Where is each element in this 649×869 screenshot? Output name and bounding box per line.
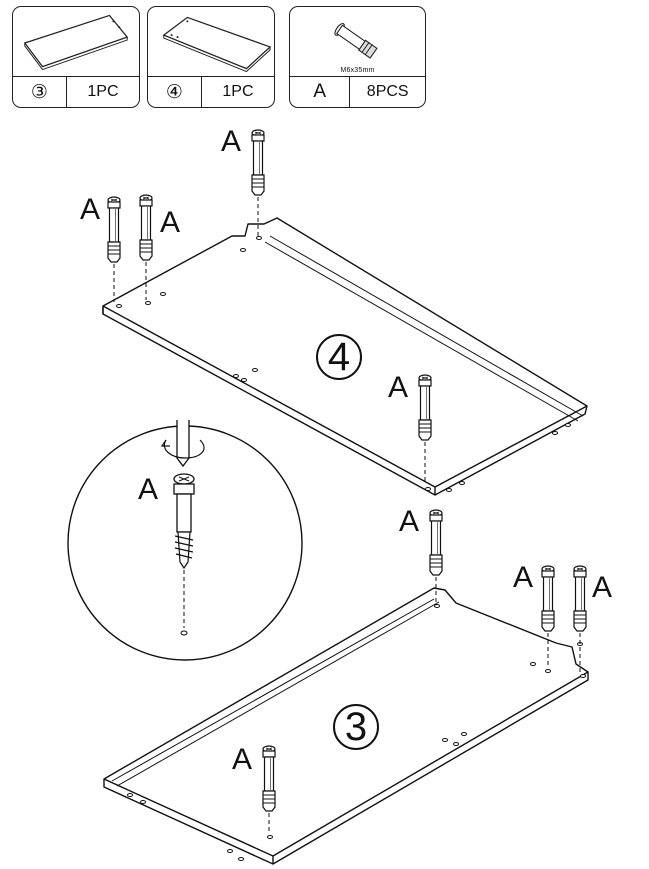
panel-3-thumbnail [23, 14, 129, 71]
cam-bolt [541, 565, 555, 632]
part-card-bolt-a: M6x35mm A 8PCS [289, 6, 426, 108]
bolt-label: A [80, 193, 101, 226]
panel-4-thumbnail [162, 16, 272, 73]
parts-list: ③ 1PC ④ 1PC M6x35mm A 8PC [0, 0, 649, 115]
cam-bolt-icon [334, 22, 378, 59]
panel-4-number: 4 [316, 334, 362, 380]
part-quantity: 8PCS [366, 83, 409, 100]
part-symbol: A [290, 77, 351, 107]
cam-bolt [251, 129, 265, 196]
bolt-label: A [232, 743, 253, 776]
cam-bolt [139, 194, 153, 261]
bolt-spec: M6x35mm [340, 67, 375, 74]
panel-3-holes [127, 604, 586, 861]
cam-bolt [107, 196, 121, 263]
bolt-label: A [388, 371, 409, 404]
bolt-label: A [592, 571, 613, 604]
part-quantity: 1PC [87, 83, 119, 100]
part-symbol: ④ [148, 77, 202, 107]
cam-bolt [573, 565, 587, 632]
guide-lines [113, 197, 581, 834]
cam-bolt [418, 374, 432, 441]
detail-callout [67, 420, 303, 661]
bolt-label: A [513, 561, 534, 594]
cam-bolt [429, 509, 443, 576]
part-symbol: ③ [13, 77, 67, 107]
part-card-panel-4: ④ 1PC [147, 6, 275, 108]
bolt-label: A [221, 125, 242, 158]
part-quantity: 1PC [222, 83, 254, 100]
bolt-label: A [138, 473, 159, 506]
panel-3-number: 3 [333, 704, 379, 750]
bolt-label: A [160, 206, 181, 239]
bolt-label: A [399, 505, 420, 538]
cam-bolt [262, 745, 276, 812]
panel-4-holes [116, 236, 571, 492]
part-card-panel-3: ③ 1PC [12, 6, 140, 108]
